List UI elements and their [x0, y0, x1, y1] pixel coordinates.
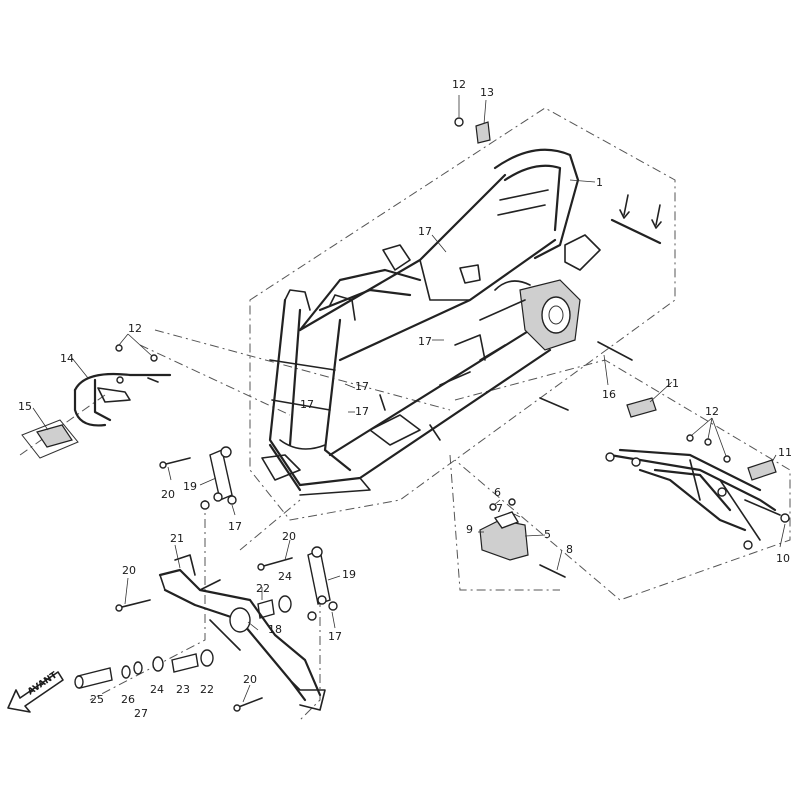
callout-17-a: 17 — [418, 225, 432, 238]
callout-17-f: 17 — [228, 520, 242, 533]
assembly-outline-main — [19, 107, 791, 721]
callout-18: 18 — [268, 623, 282, 636]
callout-17-e: 17 — [300, 398, 314, 411]
callout-22-a: 22 — [256, 582, 270, 595]
callout-27: 27 — [134, 707, 148, 720]
callout-12-footrest: 12 — [705, 405, 719, 418]
callout-20-a: 20 — [161, 488, 175, 501]
callout-19-left: 19 — [183, 480, 197, 493]
callout-13: 13 — [480, 86, 494, 99]
callout-20-b: 20 — [282, 530, 296, 543]
callout-17-g: 17 — [328, 630, 342, 643]
callout-24-b: 24 — [150, 683, 164, 696]
callout-20-d: 20 — [243, 673, 257, 686]
callout-15: 15 — [18, 400, 32, 413]
long-bolts — [539, 341, 633, 411]
callout-8: 8 — [566, 543, 573, 556]
callout-1: 1 — [596, 176, 603, 189]
leader-lines — [32, 179, 786, 703]
pivot-hardware — [74, 649, 214, 689]
top-bolt-and-plate — [454, 95, 491, 144]
callout-11-right: 11 — [778, 446, 792, 459]
callout-16: 16 — [602, 388, 616, 401]
bolts-and-washers — [115, 457, 338, 712]
callout-26: 26 — [121, 693, 135, 706]
callout-14: 14 — [60, 352, 74, 365]
swingarm — [158, 554, 326, 711]
callout-17-c: 17 — [355, 380, 369, 393]
callout-10: 10 — [776, 552, 790, 565]
callout-17-d: 17 — [355, 405, 369, 418]
callout-23: 23 — [176, 683, 190, 696]
callout-17-b: 17 — [418, 335, 432, 348]
callout-7: 7 — [496, 502, 503, 515]
callout-9: 9 — [466, 523, 473, 536]
callout-6: 6 — [494, 486, 501, 499]
footrest-bracket-assembly — [605, 397, 790, 550]
callout-12-carrier: 12 — [128, 322, 142, 335]
callout-24-a: 24 — [278, 570, 292, 583]
engine-mount-assembly — [479, 498, 566, 578]
callout-labels: 1 5 6 7 8 9 10 11 11 12 12 12 13 14 15 1… — [18, 78, 792, 720]
main-frame — [261, 148, 601, 496]
rear-carrier-assembly — [21, 333, 172, 459]
orientation-arrows — [610, 194, 662, 245]
callout-25: 25 — [90, 693, 104, 706]
callout-21: 21 — [170, 532, 184, 545]
callout-12-top: 12 — [452, 78, 466, 91]
callout-20-c: 20 — [122, 564, 136, 577]
callout-22-b: 22 — [200, 683, 214, 696]
callout-5: 5 — [544, 528, 551, 541]
callout-19-right: 19 — [342, 568, 356, 581]
shock-absorbers — [209, 446, 331, 605]
avant-arrow-icon: AVANT — [7, 670, 64, 713]
callout-11-top: 11 — [665, 377, 679, 390]
